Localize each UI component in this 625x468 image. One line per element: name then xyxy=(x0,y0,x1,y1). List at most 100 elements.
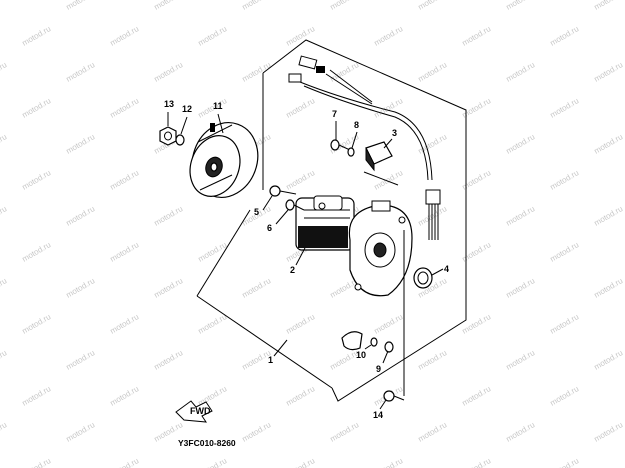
watermark-text: motod.ru xyxy=(21,24,53,48)
washer-10 xyxy=(370,337,378,347)
watermark-text: motod.ru xyxy=(0,0,8,12)
washer-8 xyxy=(347,147,355,157)
watermark-text: motod.ru xyxy=(109,384,141,408)
watermark-text: motod.ru xyxy=(549,456,581,468)
callout-6: 6 xyxy=(267,223,272,233)
watermark-text: motod.ru xyxy=(0,132,8,156)
watermark-text: motod.ru xyxy=(197,456,229,468)
callout-13: 13 xyxy=(164,99,174,109)
watermark-text: motod.ru xyxy=(461,384,493,408)
stator-base xyxy=(348,200,413,297)
watermark-text: motod.ru xyxy=(373,312,405,336)
oil-seal xyxy=(413,267,433,289)
frame-diag-line xyxy=(196,209,251,297)
watermark-text: motod.ru xyxy=(373,456,405,468)
watermark-text: motod.ru xyxy=(65,276,97,300)
stator-coil xyxy=(295,195,355,251)
watermark-text: motod.ru xyxy=(593,276,625,300)
watermark-text: motod.ru xyxy=(373,168,405,192)
watermark-text: motod.ru xyxy=(285,384,317,408)
watermark-text: motod.ru xyxy=(109,96,141,120)
callout-11: 11 xyxy=(213,101,223,111)
watermark-text: motod.ru xyxy=(505,348,537,372)
callout-5: 5 xyxy=(254,207,259,217)
watermark-text: motod.ru xyxy=(373,96,405,120)
watermark-text: motod.ru xyxy=(109,456,141,468)
watermark-text: motod.ru xyxy=(109,240,141,264)
watermark-text: motod.ru xyxy=(241,276,273,300)
watermark-text: motod.ru xyxy=(109,312,141,336)
watermark-text: motod.ru xyxy=(593,132,625,156)
watermark-text: motod.ru xyxy=(0,276,8,300)
watermark-text: motod.ru xyxy=(505,132,537,156)
watermark-text: motod.ru xyxy=(153,204,185,228)
watermark-text: motod.ru xyxy=(153,348,185,372)
watermark-text: motod.ru xyxy=(241,0,273,12)
screw-5 xyxy=(269,185,297,197)
watermark-text: motod.ru xyxy=(109,24,141,48)
watermark-text: motod.ru xyxy=(0,60,8,84)
watermark-text: motod.ru xyxy=(109,168,141,192)
watermark-text: motod.ru xyxy=(417,348,449,372)
callout-14: 14 xyxy=(373,410,383,420)
watermark-text: motod.ru xyxy=(417,0,449,12)
forward-arrow-icon: FWD xyxy=(175,400,213,423)
callout-12: 12 xyxy=(182,104,192,114)
watermark-text: motod.ru xyxy=(593,0,625,12)
watermark-text: motod.ru xyxy=(417,420,449,444)
watermark-text: motod.ru xyxy=(417,60,449,84)
watermark-text: motod.ru xyxy=(461,456,493,468)
watermark-text: motod.ru xyxy=(21,384,53,408)
watermark-text: motod.ru xyxy=(65,348,97,372)
watermark-text: motod.ru xyxy=(329,420,361,444)
watermark-text: motod.ru xyxy=(505,60,537,84)
watermark-text: motod.ru xyxy=(0,420,8,444)
wire-clamp xyxy=(341,331,363,351)
watermark-text: motod.ru xyxy=(593,60,625,84)
watermark-text: motod.ru xyxy=(21,240,53,264)
watermark-text: motod.ru xyxy=(153,60,185,84)
screw-9 xyxy=(384,341,394,353)
watermark-text: motod.ru xyxy=(373,24,405,48)
watermark-text: motod.ru xyxy=(153,276,185,300)
watermark-text: motod.ru xyxy=(21,312,53,336)
watermark-text: motod.ru xyxy=(549,24,581,48)
washer xyxy=(175,134,185,146)
watermark-text: motod.ru xyxy=(549,168,581,192)
watermark-text: motod.ru xyxy=(461,24,493,48)
watermark-text: motod.ru xyxy=(241,60,273,84)
callout-3: 3 xyxy=(392,128,397,138)
nut xyxy=(159,126,177,146)
watermark-text: motod.ru xyxy=(0,348,8,372)
watermark-text: motod.ru xyxy=(0,204,8,228)
forward-label: FWD xyxy=(190,406,211,416)
callout-2: 2 xyxy=(290,265,295,275)
watermark-text: motod.ru xyxy=(549,240,581,264)
watermark-text: motod.ru xyxy=(285,312,317,336)
watermark-text: motod.ru xyxy=(65,204,97,228)
watermark-text: motod.ru xyxy=(241,420,273,444)
callout-8: 8 xyxy=(354,120,359,130)
callout-10: 10 xyxy=(356,350,366,360)
watermark-text: motod.ru xyxy=(461,96,493,120)
watermark-text: motod.ru xyxy=(65,0,97,12)
watermark-text: motod.ru xyxy=(197,24,229,48)
watermark-text: motod.ru xyxy=(65,60,97,84)
watermark-text: motod.ru xyxy=(593,420,625,444)
watermark-text: motod.ru xyxy=(153,0,185,12)
watermark-text: motod.ru xyxy=(285,168,317,192)
watermark-text: motod.ru xyxy=(285,96,317,120)
bolt-14 xyxy=(383,230,405,402)
watermark-text: motod.ru xyxy=(549,312,581,336)
callout-9: 9 xyxy=(376,364,381,374)
frame-bottom-line xyxy=(196,295,333,389)
diagram-code: Y3FC010-8260 xyxy=(178,438,236,448)
watermark-text: motod.ru xyxy=(461,168,493,192)
watermark-text: motod.ru xyxy=(461,312,493,336)
watermark-text: motod.ru xyxy=(21,96,53,120)
watermark-text: motod.ru xyxy=(593,348,625,372)
watermark-text: motod.ru xyxy=(65,132,97,156)
callout-4: 4 xyxy=(444,264,449,274)
